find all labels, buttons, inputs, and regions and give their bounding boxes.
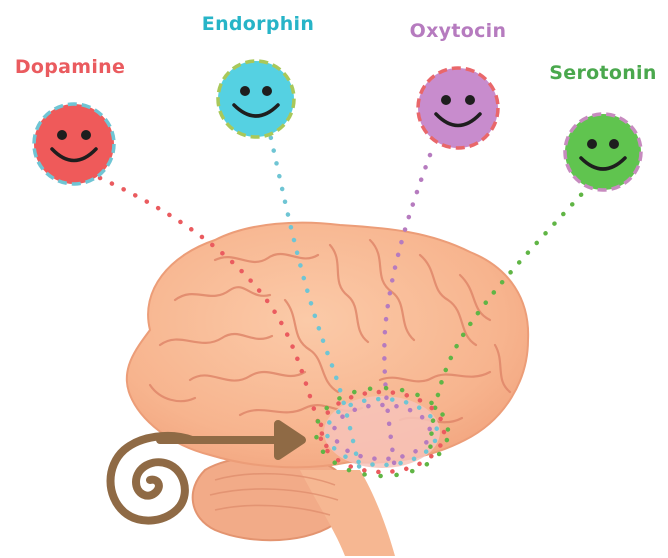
serotonin-smiley	[565, 114, 641, 190]
left-eye	[57, 130, 67, 140]
dopamine-face-circle	[34, 104, 114, 184]
brain-illustration	[127, 223, 528, 556]
endorphin-face-circle	[218, 61, 294, 137]
dopamine-label: Dopamine	[15, 56, 125, 78]
right-eye	[609, 139, 619, 149]
endorphin-label: Endorphin	[202, 13, 314, 35]
oxytocin-label: Oxytocin	[410, 20, 507, 42]
left-eye	[587, 139, 597, 149]
right-eye	[465, 95, 475, 105]
serotonin-label: Serotonin	[549, 62, 656, 84]
right-eye	[81, 130, 91, 140]
oxytocin-face-circle	[418, 68, 498, 148]
right-eye	[262, 86, 272, 96]
left-eye	[240, 86, 250, 96]
endorphin-smiley	[218, 61, 294, 137]
dopamine-smiley	[34, 104, 114, 184]
left-eye	[441, 95, 451, 105]
serotonin-face-circle	[565, 114, 641, 190]
oxytocin-smiley	[418, 68, 498, 148]
